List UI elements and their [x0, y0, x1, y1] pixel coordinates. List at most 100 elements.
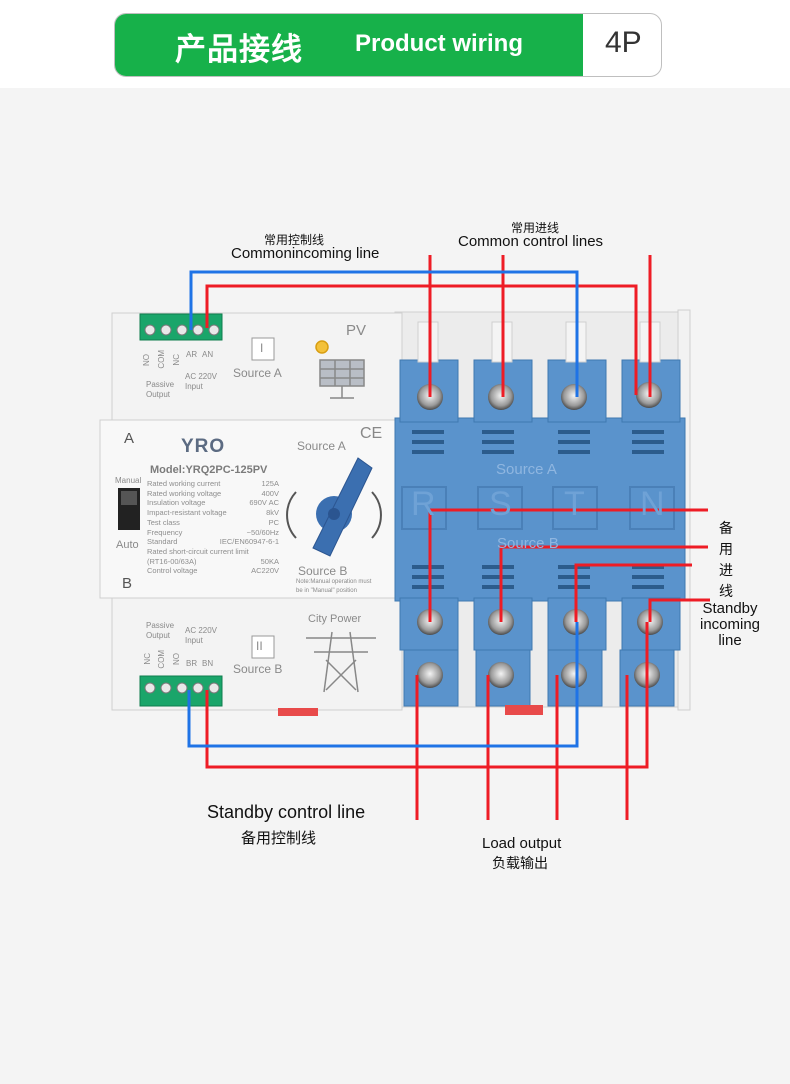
spec-row: Insulation voltage 690V AC [147, 498, 279, 508]
pv-label: PV [346, 322, 367, 339]
spec-row: Frequency ~50/60Hz [147, 528, 279, 538]
load-output-label-cn: 负载输出 [492, 856, 548, 872]
bottom-term-nc: NC [143, 653, 152, 665]
top-term-an: AN [202, 350, 214, 359]
panel-source-b: Source B [497, 535, 559, 552]
source-b-marker-box [251, 635, 275, 659]
phase-r: R [411, 485, 436, 523]
spec-value: 8kV [266, 508, 279, 518]
city-power-label: City Power [308, 613, 362, 625]
manual-label: Manual [115, 476, 142, 485]
panel-source-a: Source A [496, 461, 557, 478]
source-b-device-label: Source B [298, 564, 348, 578]
vent-slots-bottom [412, 565, 664, 589]
spec-row: Rated working voltage 400V [147, 489, 279, 499]
bottom-term-br: BR [186, 659, 198, 668]
top-term-no: NO [142, 354, 151, 366]
common-control-label-cn: 常用控制线 [264, 233, 325, 247]
source-b-mark: II [256, 639, 263, 653]
source-a-mark: I [260, 341, 264, 355]
phase-letter-boxes [401, 486, 675, 530]
spec-value: ~50/60Hz [246, 527, 279, 537]
spec-value: 50KA [260, 556, 279, 566]
load-output-label-en: Load output [482, 835, 562, 852]
header-title-en: Product wiring [355, 30, 523, 57]
solar-panel-icon [315, 340, 365, 399]
spec-row: Test class PC [147, 518, 279, 528]
bottom-term-com: COM [157, 650, 166, 669]
spec-name: Rated working current [147, 479, 221, 488]
power-tower-icon [306, 631, 376, 693]
wires-blue [187, 270, 579, 748]
spec-name: Standard [147, 537, 178, 547]
top-green-terminal [139, 313, 223, 341]
standby-control-label-en: Standby control line [207, 802, 366, 822]
top-term-com: COM [157, 350, 166, 369]
spec-name: Impact-resistant voltage [147, 508, 227, 518]
source-a-marker-box [251, 337, 275, 361]
standby-control-label-cn: 备用控制线 [241, 829, 317, 847]
header-bar: 产品接线 Product wiring 4P [114, 13, 662, 77]
wire-standby-control-blue [187, 622, 579, 748]
spec-row: Rated short-circuit current limit [147, 547, 279, 557]
spec-name: Rated working voltage [147, 488, 222, 498]
auto-label: Auto [116, 539, 139, 551]
spec-row: Impact-resistant voltage 8kV [147, 508, 279, 518]
header-title-block [115, 14, 583, 76]
spec-value: 125A [261, 479, 279, 488]
spec-value: 690V AC [249, 498, 279, 508]
phase-t: T [564, 485, 585, 523]
top-term-ar: AR [186, 350, 198, 359]
switch-b-label: B [122, 575, 133, 592]
brand-logo: YRO [181, 436, 226, 457]
spec-name: Control voltage [147, 566, 198, 576]
spec-row: (RT16-00/63A) 50KA [147, 557, 279, 567]
din-clip-left [278, 708, 318, 716]
header-variant: 4P [605, 26, 642, 59]
header-title-cn: 产品接线 [175, 32, 303, 68]
bottom-green-terminal [139, 675, 223, 707]
switch-a-label: A [124, 430, 135, 447]
source-b-text: Source B [233, 662, 283, 676]
spec-row: Control voltage AC220V [147, 566, 279, 576]
source-a-device-label: Source A [297, 439, 346, 453]
spec-name: Rated short-circuit current limit [147, 546, 249, 556]
spec-value: IEC/EN60947-6-1 [219, 537, 279, 547]
model-label: Model:YRQ2PC-125PV [150, 464, 268, 476]
bottom-term-bn: BN [202, 659, 214, 668]
spec-name: Frequency [147, 527, 183, 537]
bottom-term-no: NO [172, 653, 181, 665]
common-control-label-en: Commonincoming line [231, 245, 380, 262]
standby-incoming-label-en: Standby incoming line [699, 600, 761, 649]
wire-common-control-blue [189, 270, 579, 397]
spec-name: Insulation voltage [147, 498, 206, 508]
spec-row: Rated working current 125A [147, 479, 279, 489]
phase-s: S [489, 485, 512, 523]
phase-n: N [640, 485, 665, 523]
common-incoming-label-cn: 常用进线 [511, 221, 560, 235]
standby-incoming-label-cn: 备 用 进 线 [719, 521, 733, 600]
spec-name: (RT16-00/63A) [147, 556, 197, 566]
top-term-nc: NC [172, 354, 181, 366]
common-incoming-label-en: Common control lines [458, 233, 604, 250]
spec-value: PC [268, 517, 279, 527]
din-clip-right [505, 705, 543, 715]
spec-row: Standard IEC/EN60947-6-1 [147, 537, 279, 547]
spec-name: Test class [147, 517, 180, 527]
rotary-knob[interactable] [286, 457, 382, 557]
spec-value: AC220V [251, 566, 279, 576]
wire-common-control-red [205, 284, 638, 395]
vent-slots-top [412, 430, 664, 454]
source-a-text: Source A [233, 366, 282, 380]
spec-value: 400V [261, 488, 279, 498]
wire-standby-r [428, 508, 708, 622]
top-terminal-blocks [399, 321, 681, 423]
ce-mark: CE [360, 425, 383, 442]
